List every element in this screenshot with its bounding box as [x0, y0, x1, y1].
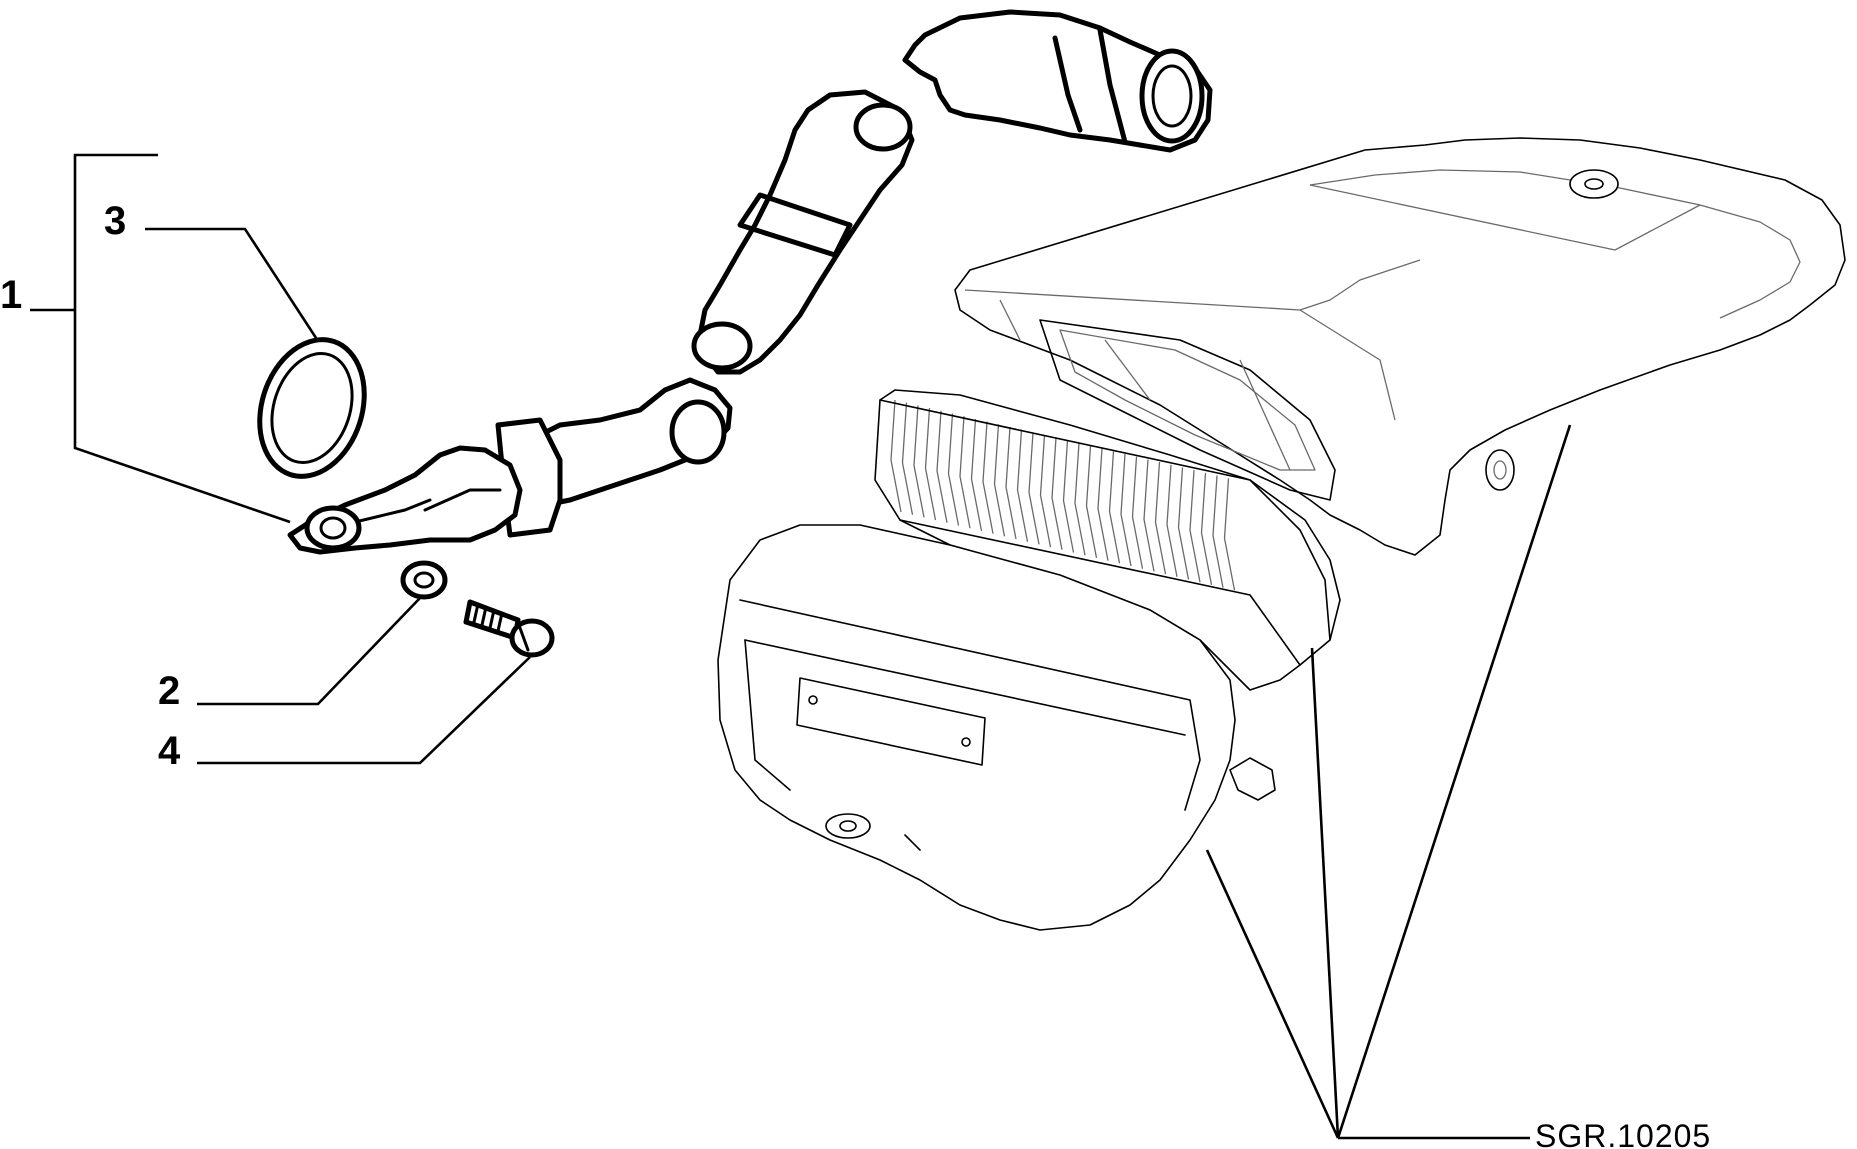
filter-pleat [1120, 453, 1132, 567]
filter-pleat [1028, 432, 1040, 545]
filter-pleat [1189, 470, 1201, 583]
filter-pleat [1200, 472, 1213, 586]
leader-lines [30, 153, 1572, 1140]
callout-4: 4 [158, 729, 181, 773]
drawing-code: SGR.10205 [1535, 1118, 1711, 1149]
filter-pleat [1005, 426, 1017, 540]
filter-pleat [901, 402, 914, 515]
nut [400, 560, 448, 600]
callout-3: 3 [104, 199, 126, 243]
upper-elbow-hose [902, 9, 1213, 153]
filter-pleat [1051, 437, 1063, 550]
filter-pleat [1062, 440, 1075, 553]
filter-pleat [1108, 451, 1121, 564]
filter-pleat [890, 399, 902, 513]
leader-2 [197, 597, 421, 706]
filter-pleat [1154, 462, 1167, 575]
filter-pleat [1097, 448, 1109, 561]
filter-pleat [1223, 478, 1236, 591]
seal-ring [257, 337, 367, 479]
callout-1: 1 [0, 273, 22, 317]
bolt [463, 599, 555, 658]
filter-pleat [993, 424, 1006, 537]
leader-4 [197, 656, 531, 765]
air-filter-housing [717, 137, 1846, 931]
filter-pleat [1016, 429, 1029, 542]
filter-pleat [913, 405, 925, 518]
filter-pleats [890, 399, 1236, 591]
filter-pleat [1085, 445, 1098, 559]
filter-pleat [959, 416, 971, 529]
bracket-1 [73, 153, 291, 524]
leader-3 [145, 227, 320, 342]
filter-pleat [1039, 435, 1052, 548]
callout-2: 2 [158, 669, 180, 713]
filter-pleat [970, 418, 983, 532]
filter-pleat [1143, 459, 1155, 572]
filter-pleat [1074, 443, 1086, 556]
filter-pleat [1177, 467, 1190, 580]
filter-pleat [1212, 475, 1224, 588]
filter-pleat [1131, 456, 1144, 569]
filter-pleat [947, 413, 960, 526]
filter-pleat [982, 421, 994, 534]
lower-bent-hose [287, 377, 733, 555]
filter-pleat [1166, 464, 1178, 577]
leader-housing [1205, 424, 1572, 1140]
filter-pleat [936, 410, 948, 523]
filter-pleat [924, 408, 937, 521]
middle-hose [691, 89, 915, 375]
